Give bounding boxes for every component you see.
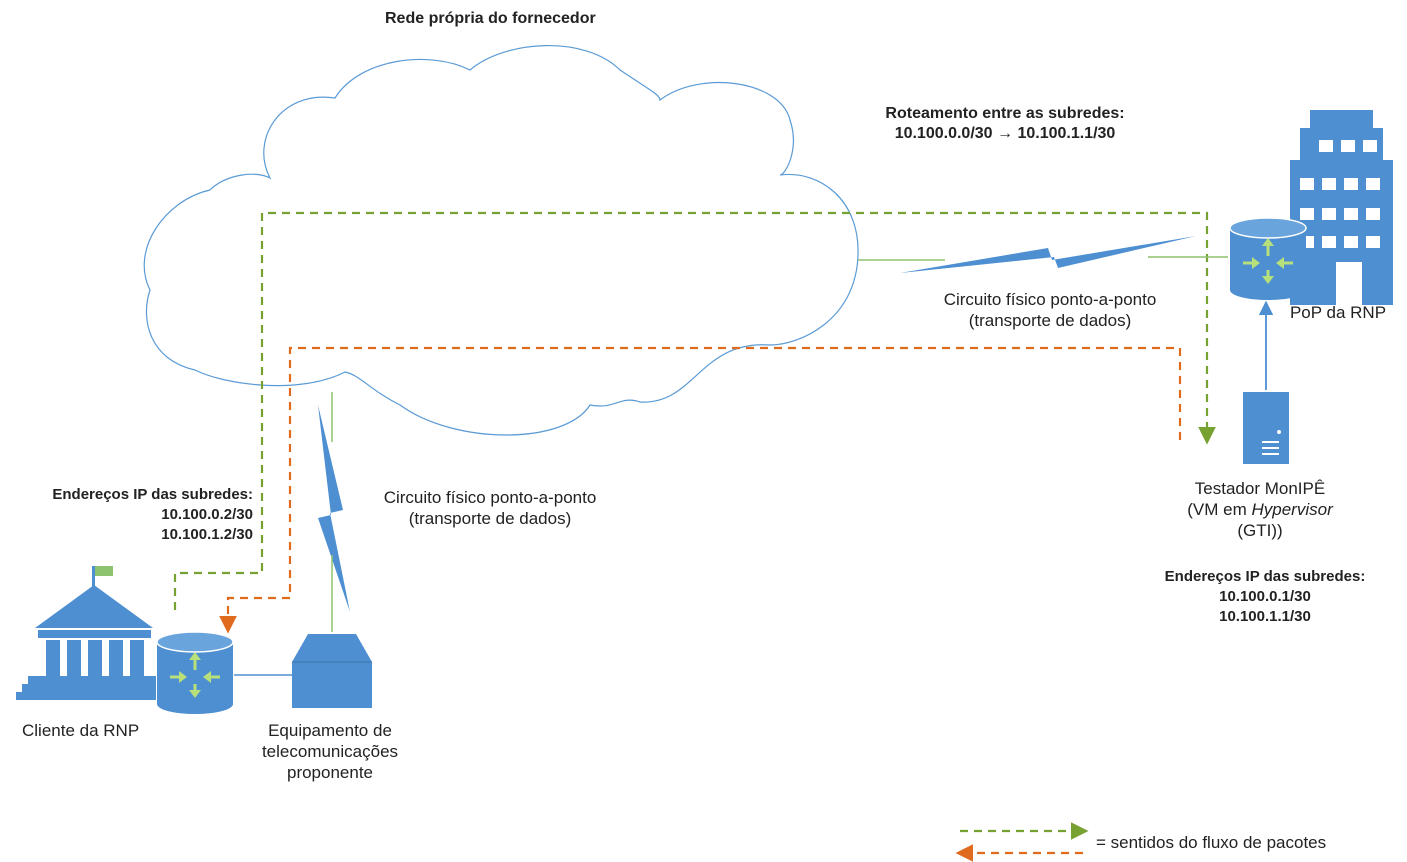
client-router-icon — [156, 631, 234, 714]
client-institution-icon — [16, 566, 156, 700]
client-subnets-ip1: 10.100.0.2/30 — [161, 506, 253, 523]
pop-router-icon — [1229, 217, 1307, 300]
telecom-line2: telecomunicações — [261, 742, 399, 761]
provider-network-cloud — [143, 45, 859, 436]
legend-label: = sentidos do fluxo de pacotes — [1096, 833, 1327, 852]
tester-subnets-ip1: 10.100.0.1/30 — [1219, 588, 1311, 605]
tester-line3: (GTI)) — [1237, 521, 1283, 540]
orange-flow-path — [219, 346, 1182, 634]
routing-title: Roteamento entre as subredes: — [885, 105, 1125, 122]
lightning-bolt-vertical-icon — [318, 405, 350, 612]
tester-subnets: Endereços IP das subredes: 10.100.0.1/30… — [1130, 567, 1400, 627]
telecom-line1: Equipamento de — [268, 721, 392, 740]
pop-building-icon — [1290, 110, 1393, 305]
routing-rule: 10.100.0.0/30 → 10.100.1.1/30 — [894, 125, 1116, 142]
circuit-bottom-line1: Circuito físico ponto-a-ponto — [383, 488, 597, 507]
routing-info: Roteamento entre as subredes: 10.100.0.0… — [820, 104, 1190, 144]
circuit-label-top: Circuito físico ponto-a-ponto (transport… — [900, 289, 1200, 331]
circuit-bottom-line2: (transporte de dados) — [408, 509, 572, 528]
client-subnets-ip2: 10.100.1.2/30 — [161, 526, 253, 543]
tester-server-icon — [1243, 392, 1289, 464]
tester-subnets-title: Endereços IP das subredes: — [1164, 568, 1366, 585]
client-subnets-title: Endereços IP das subredes: — [52, 486, 253, 503]
tester-line1: Testador MonIPÊ — [1194, 479, 1326, 498]
tester-subnets-ip2: 10.100.1.1/30 — [1219, 608, 1311, 625]
telecom-line3: proponente — [286, 763, 374, 782]
client-label: Cliente da RNP — [22, 721, 140, 740]
tester-line2-prefix: (VM em — [1187, 500, 1252, 519]
green-flow-path — [173, 211, 1216, 610]
circuit-top-line2: (transporte de dados) — [968, 311, 1132, 330]
tester-label: Testador MonIPÊ (VM em Hypervisor (GTI)) — [1160, 478, 1360, 541]
circuit-top-line1: Circuito físico ponto-a-ponto — [943, 290, 1157, 309]
client-subnets: Endereços IP das subredes: 10.100.0.2/30… — [0, 485, 253, 545]
tester-line2: (VM em Hypervisor — [1160, 499, 1360, 520]
telecom-label: Equipamento de telecomunicações proponen… — [240, 720, 420, 783]
tester-line2-italic: Hypervisor — [1251, 500, 1333, 519]
lightning-bolt-horizontal-icon — [900, 236, 1196, 273]
cloud-title: Rede própria do fornecedor — [385, 10, 596, 27]
telecom-equipment-icon — [292, 634, 372, 708]
circuit-label-bottom: Circuito físico ponto-a-ponto (transport… — [345, 487, 635, 529]
pop-label: PoP da RNP — [1289, 303, 1387, 322]
